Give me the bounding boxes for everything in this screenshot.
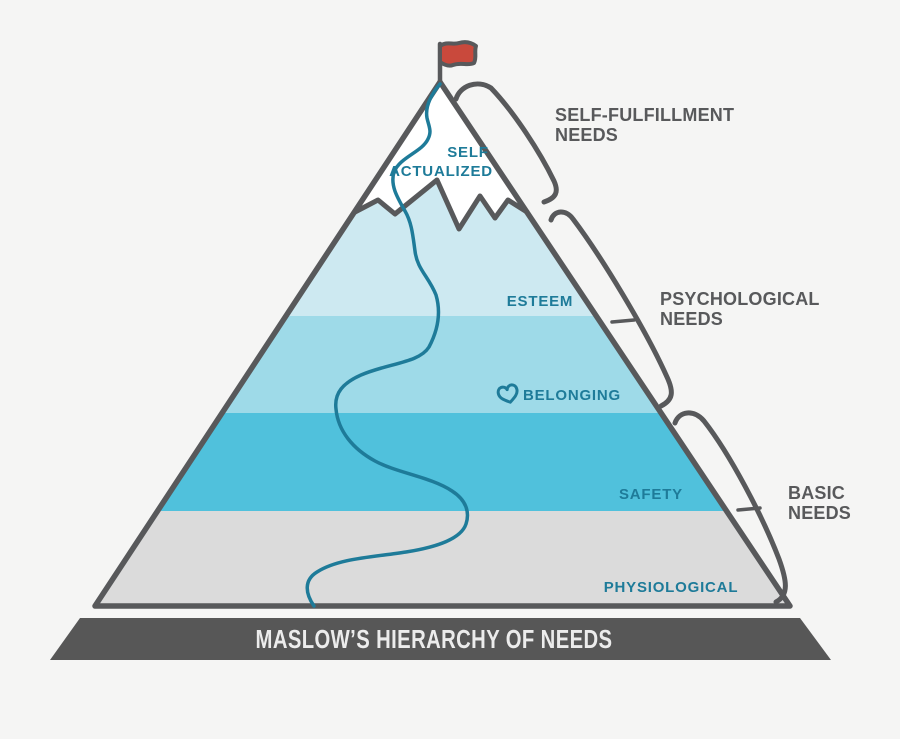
trail-path — [305, 82, 470, 608]
label-physiological: PHYSIOLOGICAL — [604, 579, 739, 596]
label-belonging: BELONGING — [523, 387, 621, 404]
layer-belonging — [93, 316, 792, 413]
mountain-outline — [92, 79, 793, 609]
heart-icon — [496, 383, 519, 404]
label-self-line1: SELF — [447, 144, 489, 161]
banner-title: MASLOW’S HIERARCHY OF NEEDS — [256, 625, 613, 654]
label-self-line2: ACTUALIZED — [389, 163, 493, 180]
tick-basic — [736, 506, 762, 512]
layer-safety — [93, 413, 792, 511]
layer-snow-cap — [355, 80, 527, 229]
bracket-self-fulfillment — [453, 81, 559, 205]
title-banner — [50, 618, 831, 660]
group-self-fulfillment-line1: SELF-FULFILLMENT — [555, 105, 734, 125]
group-basic-line1: BASIC — [788, 483, 845, 503]
layer-physiological — [93, 511, 792, 608]
bracket-basic — [672, 410, 788, 605]
group-self-fulfillment-line2: NEEDS — [555, 125, 618, 145]
outline-group — [92, 41, 793, 609]
tick-psychological — [610, 318, 636, 324]
group-psychological-line2: NEEDS — [660, 309, 723, 329]
bracket-psychological — [548, 209, 674, 409]
group-psychological-line1: PSYCHOLOGICAL — [660, 289, 820, 309]
flag-icon — [438, 40, 478, 68]
snow-line — [352, 177, 530, 232]
group-basic-line2: NEEDS — [788, 503, 851, 523]
label-safety: SAFETY — [619, 486, 683, 503]
label-esteem: ESTEEM — [507, 293, 573, 310]
